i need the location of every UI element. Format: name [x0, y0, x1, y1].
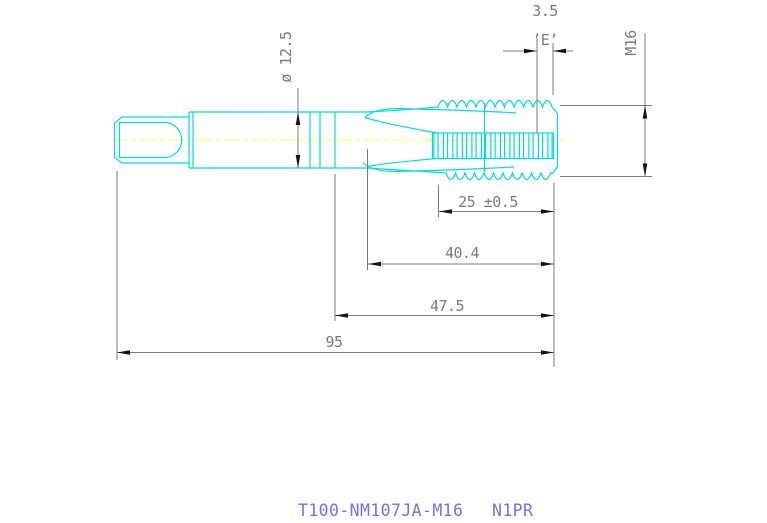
thread-core-band	[431, 132, 555, 160]
dim-thread-size: M16	[622, 30, 640, 56]
dimension-lines	[117, 33, 646, 353]
dim-shank-diameter: ø 12.5	[277, 31, 295, 82]
tap-front-end	[551, 106, 559, 174]
title-block: T100-NM107JA-M16 N1PR	[298, 501, 533, 520]
dim-flute-length: 40.4	[445, 244, 480, 262]
thread-crest-top	[437, 99, 553, 109]
dim-tip-chamfer: 3.5	[532, 2, 558, 20]
part-code-text: N1PR	[492, 501, 533, 520]
lower-flute-land	[362, 162, 515, 173]
part-number-text: T100-NM107JA-M16	[298, 501, 463, 520]
dim-front-length: 47.5	[430, 297, 464, 315]
arrowheads	[117, 48, 648, 355]
lower-flute-groove	[366, 157, 441, 168]
square-drive-outline	[113, 116, 189, 164]
dim-overall-length: 95	[325, 333, 342, 351]
square-drive-face	[118, 121, 183, 159]
extension-lines	[116, 38, 652, 367]
tap-body	[113, 99, 559, 181]
thread-crest-bottom	[445, 171, 553, 181]
upper-flute-groove	[364, 116, 439, 134]
dim-e-label: ’E’	[532, 31, 558, 49]
shank-bottom-edge	[189, 167, 447, 174]
upper-flute-land	[364, 107, 517, 118]
shank-top-edge	[189, 106, 439, 113]
dimension-texts: 3.5 ’E’ M16 ø 12.5 25 ±0.5 40.4 47.5 95	[277, 2, 640, 351]
dim-thread-length: 25 ±0.5	[458, 193, 518, 211]
